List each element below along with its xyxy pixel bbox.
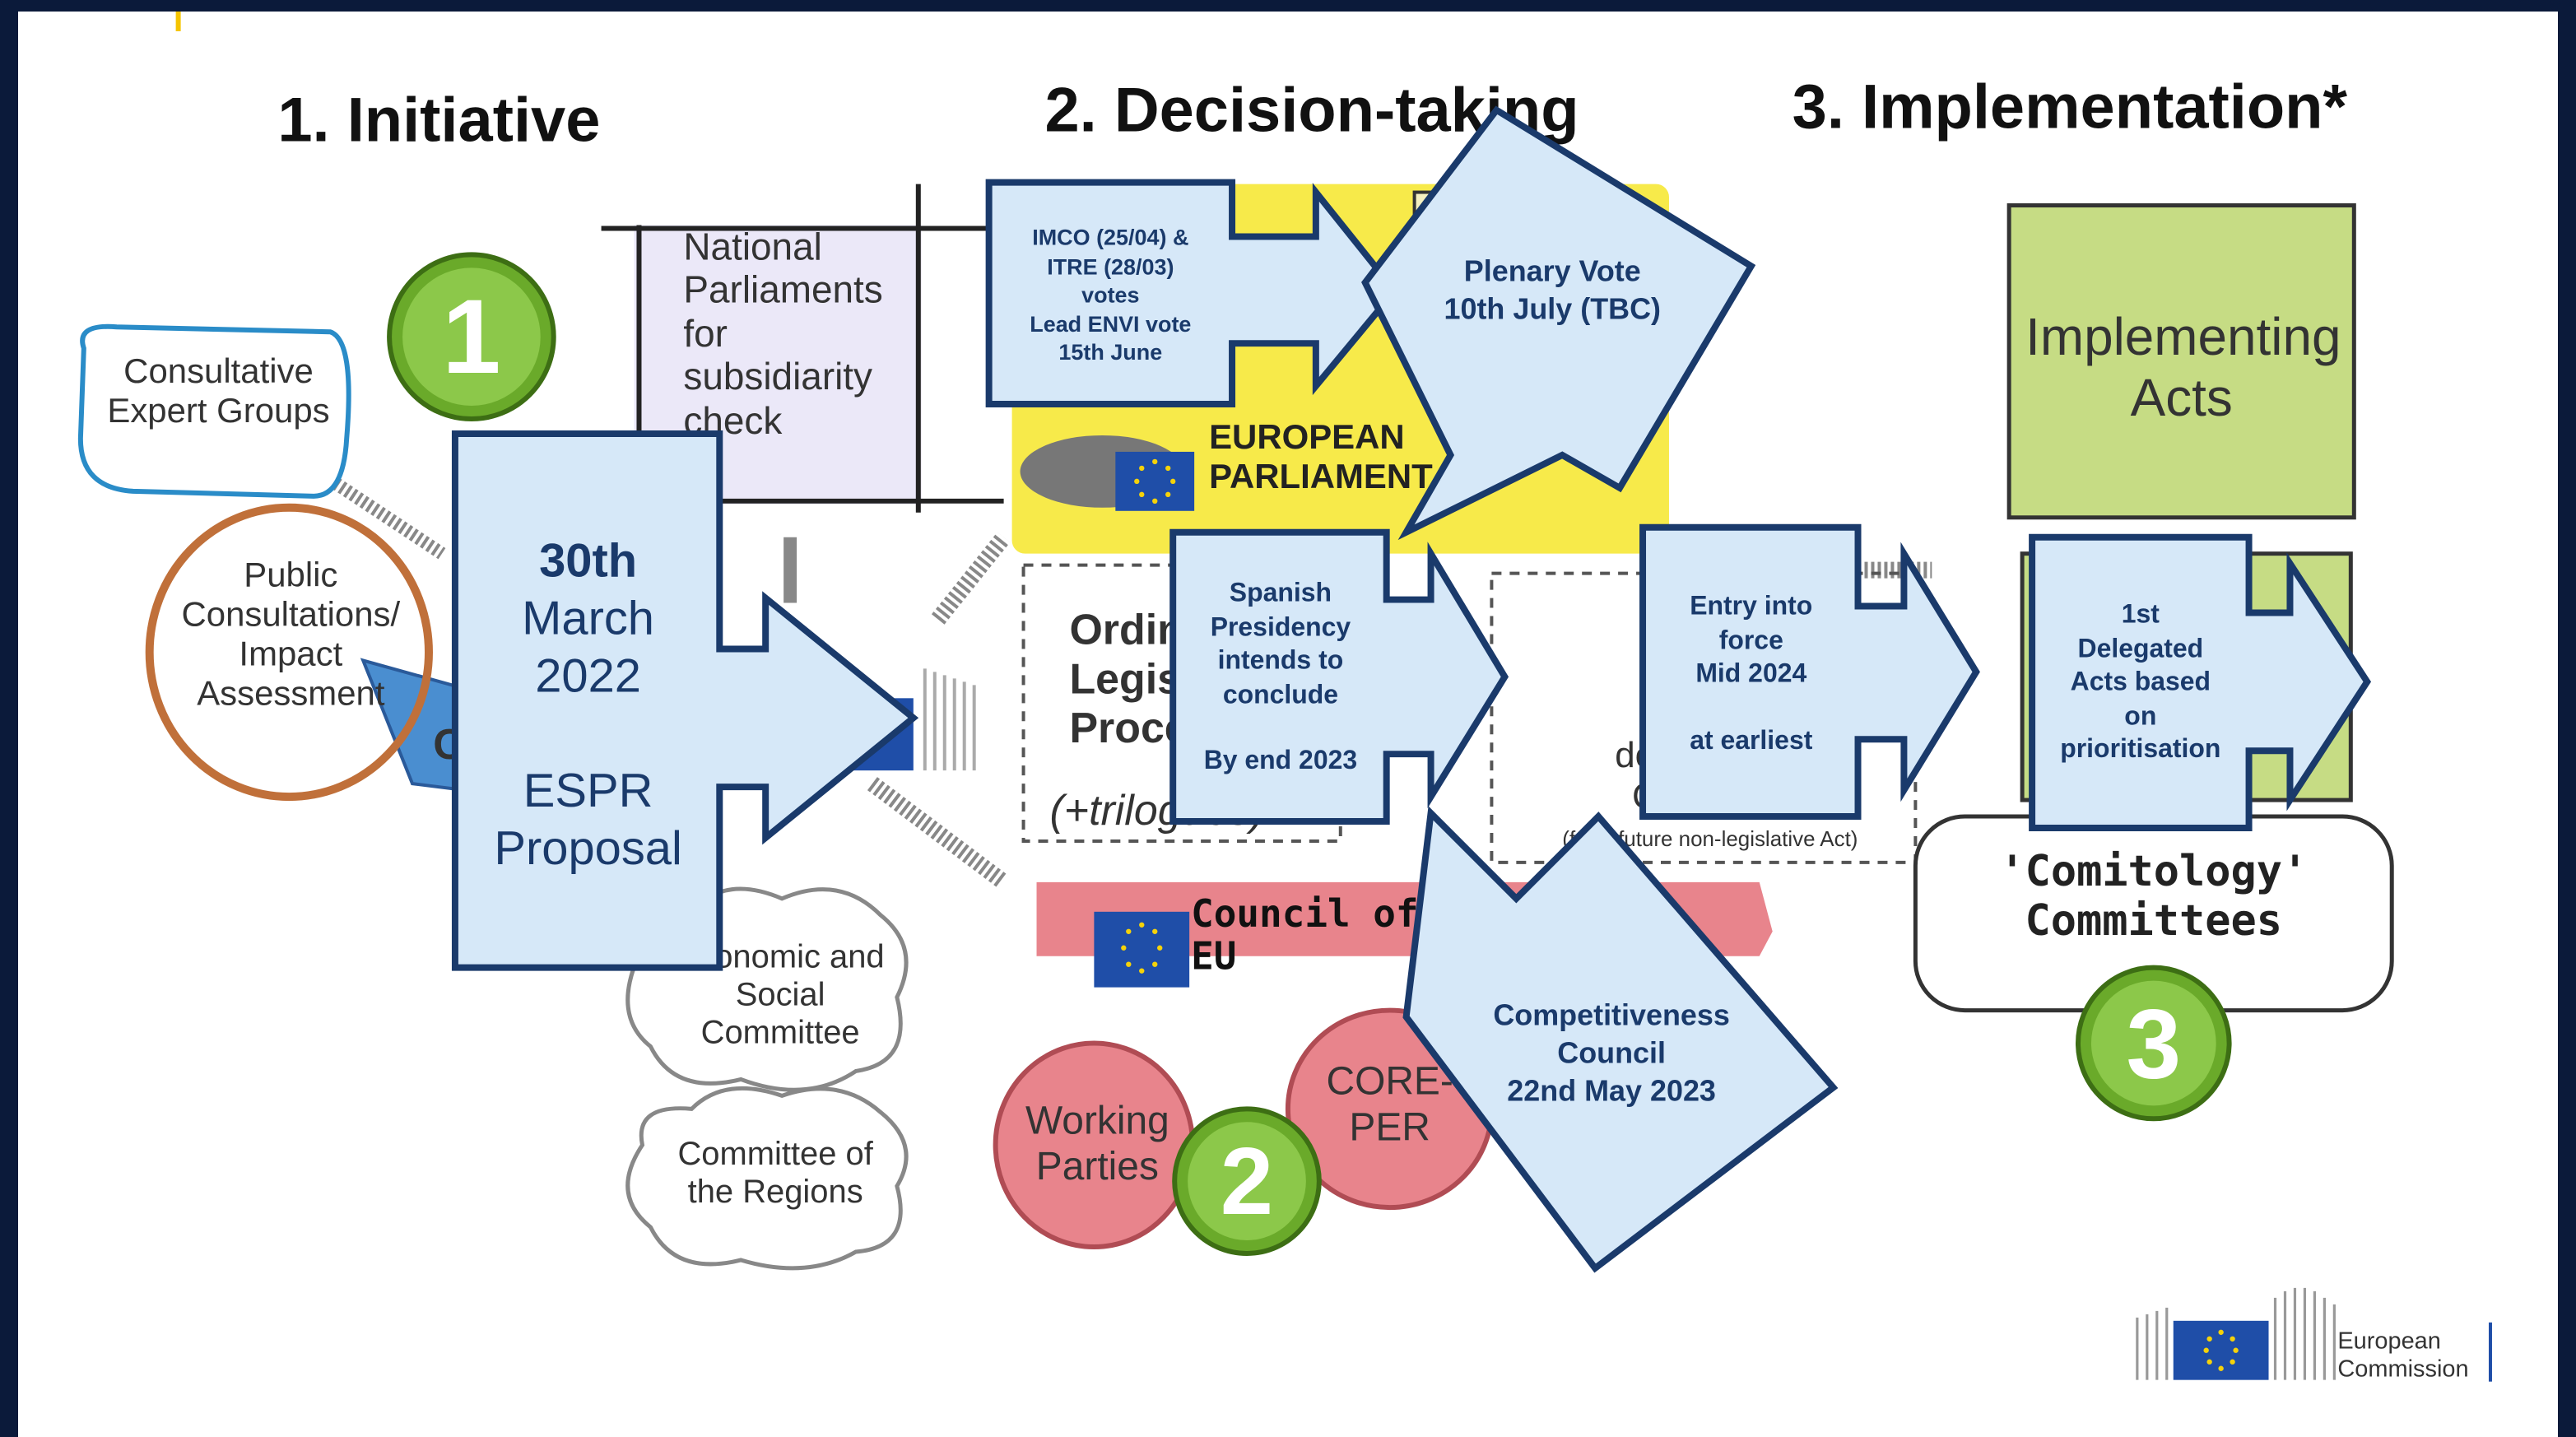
spanish-line-3: intends to — [1217, 647, 1344, 676]
espr-date-month: March — [522, 593, 655, 646]
public-consultation-circle — [145, 503, 433, 802]
delegated-callout-text: 1st Delegated Acts based on prioritisati… — [2035, 600, 2245, 769]
competitiveness-line-3: 22nd May 2023 — [1507, 1074, 1716, 1108]
espr-date-day: 30th — [539, 535, 638, 588]
commission-building-lines — [923, 668, 976, 771]
entry-line-4: at earliest — [1690, 727, 1813, 756]
competitiveness-line-2: Council — [1557, 1036, 1666, 1070]
imco-callout-text: IMCO (25/04) & ITRE (28/03) votes Lead E… — [994, 223, 1227, 367]
diagram-stage: 1. Initiative 2. Decision-taking 3. Impl… — [18, 12, 2558, 1437]
plenary-line-2: 10th July (TBC) — [1444, 292, 1661, 326]
slide-accent-mark — [175, 12, 181, 31]
entry-line-2: force — [1718, 626, 1783, 655]
imco-callout-arrow — [985, 179, 1399, 408]
badge-3 — [2075, 965, 2232, 1122]
callout-arrows — [451, 105, 2372, 1273]
public-consultations-label: Public Consultations/ Impact Assessment — [181, 556, 401, 714]
coreper-label: CORE-PER — [1326, 1059, 1453, 1150]
consultative-bubble — [77, 323, 351, 499]
delegated-line-1: 1st — [2121, 601, 2160, 630]
regions-cloud — [625, 1086, 909, 1271]
imco-line-3: votes — [1081, 282, 1140, 308]
plenary-line-1: Plenary Vote — [1463, 254, 1641, 288]
espr-date-year: 2022 — [535, 650, 641, 704]
plenary-callout-text: Plenary Vote 10th July (TBC) — [1411, 253, 1694, 328]
logo-divider — [2488, 1322, 2492, 1382]
delegated-line-5: prioritisation — [2060, 736, 2221, 765]
competitiveness-callout-text: Competitiveness Council 22nd May 2023 — [1463, 998, 1759, 1111]
header-initiative: 1. Initiative — [277, 86, 601, 156]
delegated-callout-arrow — [2029, 533, 2372, 832]
imco-line-1: IMCO (25/04) & — [1032, 225, 1189, 250]
badge-2-number: 2 — [1220, 1128, 1274, 1236]
entry-callout-arrow — [1639, 523, 1980, 821]
espr-callout-text: 30th March 2022 ESPR Proposal — [458, 534, 718, 879]
competitiveness-callout-arrow — [1402, 806, 1839, 1273]
competitiveness-line-1: Competitiveness — [1493, 998, 1730, 1032]
imco-line-4: Lead ENVI vote — [1030, 311, 1192, 337]
plenary-callout-arrow — [1361, 105, 1756, 541]
european-commission-logo-mark — [2136, 1287, 2336, 1380]
spanish-line-5: By end 2023 — [1203, 747, 1358, 776]
spanish-line-4: conclude — [1222, 681, 1339, 709]
imco-line-5: 15th June — [1058, 340, 1163, 365]
regions-label: Committee of the Regions — [677, 1137, 873, 1211]
entry-callout-text: Entry into force Mid 2024 at earliest — [1644, 592, 1858, 760]
header-implementation: 3. Implementation* — [1792, 73, 2348, 143]
badge-1-number: 1 — [442, 277, 501, 397]
imco-line-2: ITRE (28/03) — [1047, 253, 1174, 279]
badge-2 — [1172, 1106, 1322, 1256]
comitology-label: 'Comitology' Committees — [1999, 847, 2309, 946]
spanish-callout-arrow — [1169, 528, 1509, 825]
implementing-acts-label: Implementing Acts — [2025, 307, 2341, 427]
european-commission-logo-text: European Commission — [2337, 1329, 2502, 1385]
consultative-groups-label: Consultative Expert Groups — [107, 353, 330, 431]
delegated-line-3: Acts based — [2070, 668, 2211, 697]
logo-line-1: European — [2337, 1328, 2441, 1356]
european-parliament-label: EUROPEAN PARLIAMENT — [1209, 419, 1433, 497]
spanish-line-2: Presidency — [1210, 613, 1351, 642]
delegated-line-4: on — [2124, 702, 2157, 731]
logo-line-2: Commission — [2337, 1356, 2469, 1384]
espr-proposal-label: Proposal — [494, 823, 682, 876]
spanish-line-1: Spanish — [1229, 579, 1332, 608]
badge-3-number: 3 — [2126, 988, 2182, 1100]
delegated-line-2: Delegated — [2077, 635, 2204, 663]
espr-label: ESPR — [523, 765, 653, 819]
badge-1 — [387, 252, 556, 422]
spanish-callout-text: Spanish Presidency intends to conclude B… — [1178, 579, 1383, 780]
entry-line-1: Entry into — [1690, 593, 1813, 621]
working-parties-label: Working Parties — [1025, 1099, 1169, 1189]
slide-canvas: 1. Initiative 2. Decision-taking 3. Impl… — [18, 12, 2558, 1437]
implementing-acts-box — [2006, 203, 2356, 520]
espr-callout-arrow — [451, 430, 919, 971]
entry-line-3: Mid 2024 — [1695, 660, 1807, 689]
